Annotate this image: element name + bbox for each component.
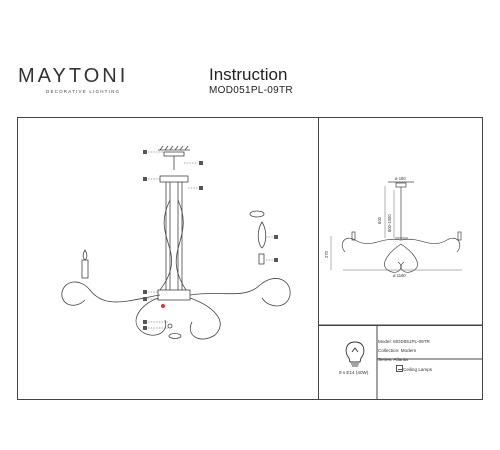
model-number: MOD051PL-09TR bbox=[209, 85, 293, 96]
info-series: Series: Atlanta bbox=[378, 357, 408, 363]
ground-marker bbox=[161, 304, 165, 308]
page-title: Instruction bbox=[209, 65, 288, 84]
canopy bbox=[159, 175, 189, 183]
bulb-spec: 9 x E14 (40W) bbox=[339, 370, 369, 375]
lightbulb-icon bbox=[345, 341, 365, 367]
brand-tagline: DECORATIVE LIGHTING bbox=[46, 89, 121, 94]
mount-type: Ceiling Lamps bbox=[403, 367, 433, 372]
dim-top-diameter: ø 150 bbox=[395, 176, 406, 181]
ceiling-hatch bbox=[158, 145, 190, 151]
ceiling-lamp-icon bbox=[396, 365, 403, 372]
product-info: Model: MOD051PL-09TR Collection: Modern … bbox=[378, 337, 430, 365]
dim-height-max: 800-1000 bbox=[387, 214, 392, 232]
info-collection: Collection: Modern bbox=[378, 348, 417, 354]
brand-name: MAYTONI bbox=[18, 65, 129, 87]
info-model: Model: MOD051PL-09TR bbox=[378, 339, 430, 344]
dim-rod: 600 bbox=[377, 216, 382, 224]
panel-divider-vertical bbox=[318, 118, 319, 399]
mounting-bracket bbox=[163, 151, 185, 157]
dim-body-height: 270 bbox=[324, 250, 329, 258]
dim-total-diameter: ø 1160 bbox=[393, 273, 406, 278]
brand-logo: MAYTONI DECORATIVE LIGHTING bbox=[18, 66, 128, 94]
